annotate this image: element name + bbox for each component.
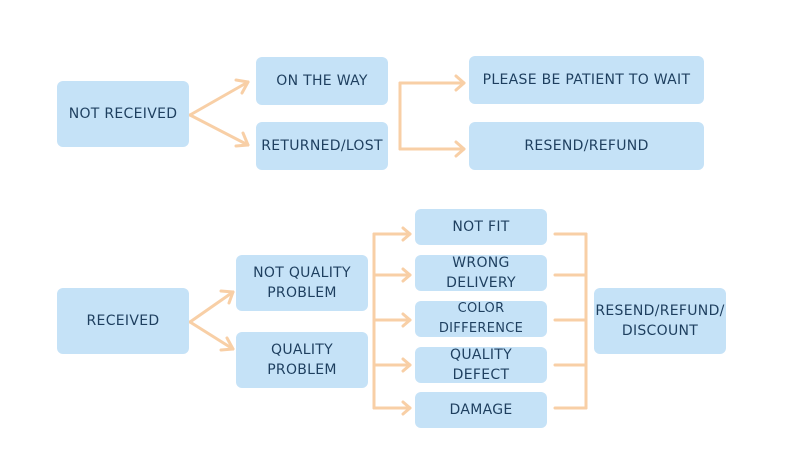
node-label: NOT RECEIVED [68,106,178,122]
arrow-not-received-to-on-the-way [188,80,250,117]
node-resend-refund-discount: RESEND/REFUND/ DISCOUNT [594,288,726,354]
arrow-not-received-to-returned-lost [188,113,250,147]
arrowhead [454,140,466,158]
node-label: ON THE WAY [276,73,368,89]
node-label: RESEND/REFUND [524,138,649,154]
node-color-difference: COLOR DIFFERENCE [415,301,547,337]
node-label: RECEIVED [86,313,160,329]
arrow-received-to-not-quality [188,290,235,324]
node-label: DAMAGE [449,402,513,418]
node-label-line1: RESEND/REFUND/ [595,303,725,319]
node-returned-lost: RETURNED/LOST [256,122,388,170]
node-not-received: NOT RECEIVED [57,81,189,147]
node-quality-problem: QUALITY PROBLEM [236,332,368,388]
node-damage: DAMAGE [415,392,547,428]
node-label-line1: NOT QUALITY [253,265,351,281]
node-label-line1: QUALITY [271,342,333,358]
node-label-line2: PROBLEM [267,362,337,378]
arrow-received-to-quality [188,320,235,351]
node-please-be-patient: PLEASE BE PATIENT TO WAIT [469,56,704,104]
node-not-fit: NOT FIT [415,209,547,245]
arrowhead [219,289,235,305]
node-label: COLOR DIFFERENCE [438,301,524,336]
node-resend-refund: RESEND/REFUND [469,122,704,170]
node-wrong-delivery: WRONG DELIVERY [415,255,547,291]
arrowhead [454,74,466,92]
node-received: RECEIVED [57,288,189,354]
node-label-line2: DISCOUNT [621,323,699,339]
node-quality-defect: QUALITY DEFECT [415,347,547,383]
node-label: WRONG DELIVERY [446,255,516,291]
arrowhead [234,131,250,148]
node-label-line2: PROBLEM [267,285,337,301]
arrowhead [219,336,235,352]
node-label: QUALITY DEFECT [450,347,512,383]
node-label: PLEASE BE PATIENT TO WAIT [482,72,691,88]
arrowhead [234,78,250,95]
node-on-the-way: ON THE WAY [256,57,388,105]
node-label: RETURNED/LOST [261,138,383,154]
node-label: NOT FIT [452,219,510,235]
node-not-quality-problem: NOT QUALITY PROBLEM [236,255,368,311]
